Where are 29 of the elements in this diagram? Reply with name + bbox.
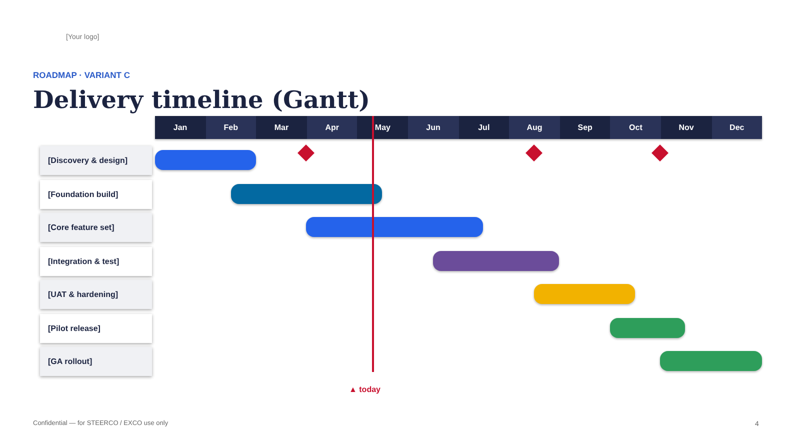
month-cell: Dec xyxy=(712,116,762,139)
month-cell: Mar xyxy=(256,116,307,139)
month-cell: Jun xyxy=(408,116,459,139)
gantt-bar xyxy=(231,184,382,204)
today-label: ▲ today xyxy=(349,385,380,394)
gantt-bar xyxy=(660,351,762,371)
task-label: [Discovery & design] xyxy=(40,146,152,175)
gantt-bar xyxy=(306,217,483,237)
gantt-bar xyxy=(433,250,559,270)
gantt-bar xyxy=(610,318,685,338)
task-label: [GA rollout] xyxy=(40,347,152,376)
month-cell: Apr xyxy=(306,116,358,139)
month-cell: Sep xyxy=(560,116,610,139)
month-cell: Aug xyxy=(509,116,560,139)
task-label: [Pilot release] xyxy=(40,314,152,342)
task-label: [UAT & hardening] xyxy=(40,280,152,309)
gantt-bar xyxy=(534,284,635,304)
task-label: [Core feature set] xyxy=(40,213,152,242)
month-cell: Jul xyxy=(458,116,510,139)
month-cell: May xyxy=(357,116,408,139)
task-label: [Foundation build] xyxy=(40,180,152,208)
month-cell: Nov xyxy=(661,116,712,139)
gantt-bar xyxy=(155,150,256,170)
month-cell: Oct xyxy=(610,116,661,139)
eyebrow-text: ROADMAP · VARIANT C xyxy=(33,70,130,80)
title: Delivery timeline (Gantt) xyxy=(33,85,370,114)
month-cell: Jan xyxy=(155,116,206,139)
month-cell: Feb xyxy=(206,116,256,139)
task-label: [Integration & test] xyxy=(40,246,152,276)
